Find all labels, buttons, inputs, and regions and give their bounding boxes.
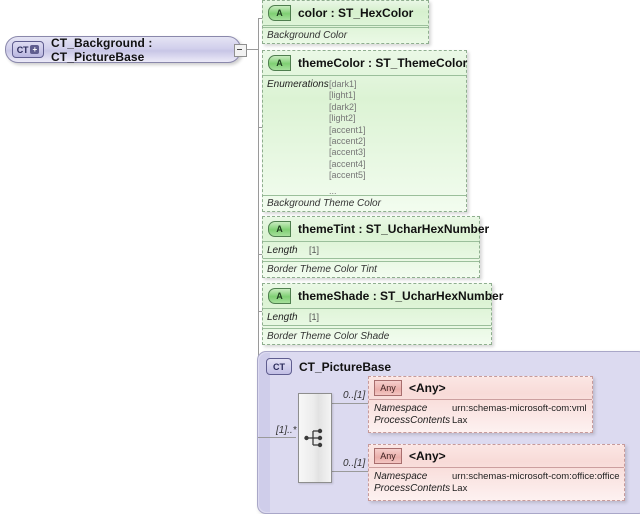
any-icon: Any — [374, 380, 402, 396]
connector-trunk — [258, 18, 259, 436]
connector-any1 — [330, 403, 368, 404]
attribute-box-themeshade[interactable]: A themeShade : ST_UcharHexNumber Length … — [262, 283, 503, 345]
any-header: Any <Any> — [369, 377, 592, 400]
attribute-documentation: Border Theme Color Tint — [263, 261, 479, 277]
any-property-label: ProcessContents — [374, 415, 451, 426]
facet-value: [1] — [309, 245, 320, 255]
attribute-documentation: Background Theme Color — [263, 195, 466, 211]
complextype-container-picturebase[interactable]: CT CT_PictureBase [1]..* 0..[1] 0..[1] — [257, 351, 640, 514]
enum-item: [accent5] — [329, 170, 366, 181]
any-property-namespace: Namespace urn:schemas-microsoft-com:offi… — [369, 468, 624, 483]
attribute-a-icon: A — [268, 288, 291, 304]
any-icon: Any — [374, 448, 402, 464]
enum-item: [accent4] — [329, 158, 366, 169]
facet-label: Length — [267, 245, 298, 256]
facet-label: Enumerations — [267, 79, 329, 90]
cardinality-any2: 0..[1] — [343, 458, 366, 469]
collapse-toggle-icon[interactable] — [234, 44, 247, 57]
enum-item-ellipsis: ... — [329, 185, 337, 196]
any-property-processcontents: ProcessContents Lax — [369, 415, 592, 427]
any-header: Any <Any> — [369, 445, 624, 468]
any-property-processcontents: ProcessContents Lax — [369, 483, 624, 495]
root-node-label: CT_Background : CT_PictureBase — [51, 35, 153, 64]
attribute-a-icon: A — [268, 55, 291, 71]
attribute-title: themeColor : ST_ThemeColor — [298, 56, 468, 70]
cardinality-compositor: [1]..* — [276, 425, 297, 436]
attribute-box-themecolor[interactable]: A themeColor : ST_ThemeColor Enumeration… — [262, 50, 467, 212]
complextype-title: CT_PictureBase — [299, 359, 392, 374]
any-property-label: ProcessContents — [374, 483, 451, 494]
enum-item: [light2] — [329, 113, 356, 124]
attribute-title: themeShade : ST_UcharHexNumber — [298, 289, 504, 303]
facet-label: Length — [267, 312, 298, 323]
any-property-value: Lax — [452, 483, 468, 494]
facet-value: [1] — [309, 312, 320, 322]
badge-ct-text: CT — [16, 44, 29, 55]
enum-item: [accent1] — [329, 124, 366, 135]
any-title: <Any> — [409, 381, 446, 395]
any-property-label: Namespace — [374, 471, 428, 482]
facet-enumerations: Enumerations [dark1] [light1] [dark2] [l… — [263, 76, 466, 197]
attribute-title: themeTint : ST_UcharHexNumber — [298, 222, 490, 236]
enum-item: [light1] — [329, 90, 356, 101]
complextype-badge-icon: CT+ — [12, 41, 44, 58]
attribute-header: A themeTint : ST_UcharHexNumber — [263, 217, 489, 242]
root-element-node[interactable]: CT+ CT_Background : CT_PictureBase — [5, 35, 241, 64]
complextype-badge-icon: CT — [266, 358, 292, 375]
attribute-box-themetint[interactable]: A themeTint : ST_UcharHexNumber Length [… — [262, 216, 489, 278]
sequence-compositor-icon[interactable] — [298, 393, 332, 483]
complextype-left-strip — [259, 353, 270, 512]
facet-length: Length [1] — [263, 242, 479, 259]
attribute-box-color[interactable]: A color : ST_HexColor Background Color — [262, 0, 429, 44]
enum-item: [accent3] — [329, 147, 366, 158]
attribute-documentation: Background Color — [263, 27, 428, 43]
facet-length: Length [1] — [263, 309, 491, 326]
enum-item: [dark2] — [329, 101, 357, 112]
attribute-header: A themeColor : ST_ThemeColor — [263, 51, 468, 76]
expand-plus-icon: + — [30, 45, 40, 54]
connector-root-stub — [245, 49, 259, 50]
enumeration-values: [dark1] [light1] [dark2] [light2] [accen… — [329, 79, 366, 197]
any-property-value: urn:schemas-microsoft-com:vml — [452, 403, 587, 414]
any-property-namespace: Namespace urn:schemas-microsoft-com:vml — [369, 400, 592, 415]
any-property-value: urn:schemas-microsoft-com:office:office — [452, 471, 620, 482]
any-property-value: Lax — [452, 415, 468, 426]
enum-item: [dark1] — [329, 79, 357, 89]
any-box-vml[interactable]: Any <Any> Namespace urn:schemas-microsof… — [368, 376, 593, 433]
attribute-a-icon: A — [268, 5, 291, 21]
complextype-header: CT CT_PictureBase — [266, 358, 391, 375]
sequence-glyph — [304, 428, 323, 448]
connector-any2 — [330, 471, 368, 472]
connector-ct-entry — [258, 437, 296, 438]
attribute-title: color : ST_HexColor — [298, 6, 414, 20]
any-title: <Any> — [409, 449, 446, 463]
cardinality-any1: 0..[1] — [343, 390, 366, 401]
enum-item: [accent2] — [329, 136, 366, 147]
attribute-header: A color : ST_HexColor — [263, 1, 428, 26]
any-box-office[interactable]: Any <Any> Namespace urn:schemas-microsof… — [368, 444, 625, 501]
attribute-documentation: Border Theme Color Shade — [263, 328, 491, 344]
any-property-label: Namespace — [374, 403, 428, 414]
attribute-a-icon: A — [268, 221, 291, 237]
attribute-header: A themeShade : ST_UcharHexNumber — [263, 284, 503, 309]
